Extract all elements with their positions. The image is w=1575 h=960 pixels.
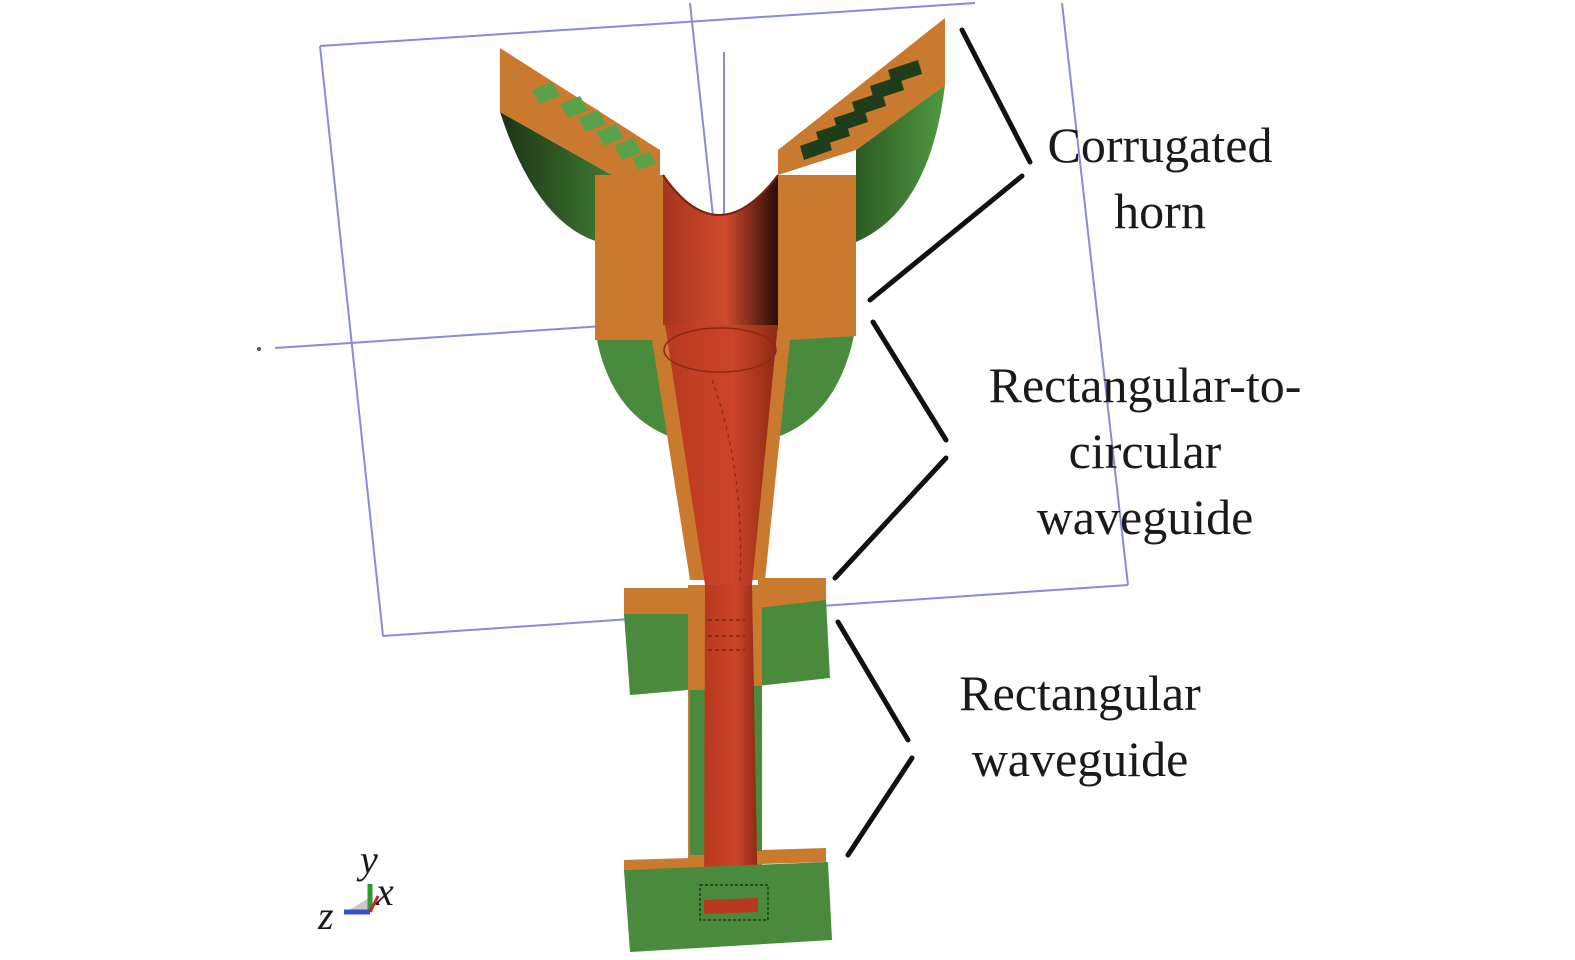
label-line: Rectangular [959, 665, 1201, 721]
corrugated-horn [500, 18, 945, 330]
label-rect-to-circular-waveguide: Rectangular-to- circular waveguide [960, 352, 1330, 550]
label-line: waveguide [1036, 489, 1254, 545]
label-corrugated-horn: Corrugated horn [1030, 112, 1290, 244]
axis-label-z: z [318, 893, 334, 938]
label-line: horn [1114, 183, 1206, 239]
axis-label-y: y [360, 837, 378, 882]
axis-label-x: x [376, 869, 394, 914]
rectangular-waveguide [624, 578, 832, 952]
corrugations-right [800, 60, 922, 160]
label-line: waveguide [971, 731, 1189, 787]
leader-lines [832, 27, 1033, 858]
rect-to-circular-transition [595, 322, 856, 586]
corrugations-left [532, 82, 656, 170]
axis-triad [344, 884, 380, 915]
label-line: Rectangular-to- [988, 357, 1302, 413]
label-line: circular [1068, 423, 1222, 479]
label-line: Corrugated [1047, 117, 1273, 173]
wireframe-dot [257, 347, 261, 351]
label-rectangular-waveguide: Rectangular waveguide [935, 660, 1225, 792]
